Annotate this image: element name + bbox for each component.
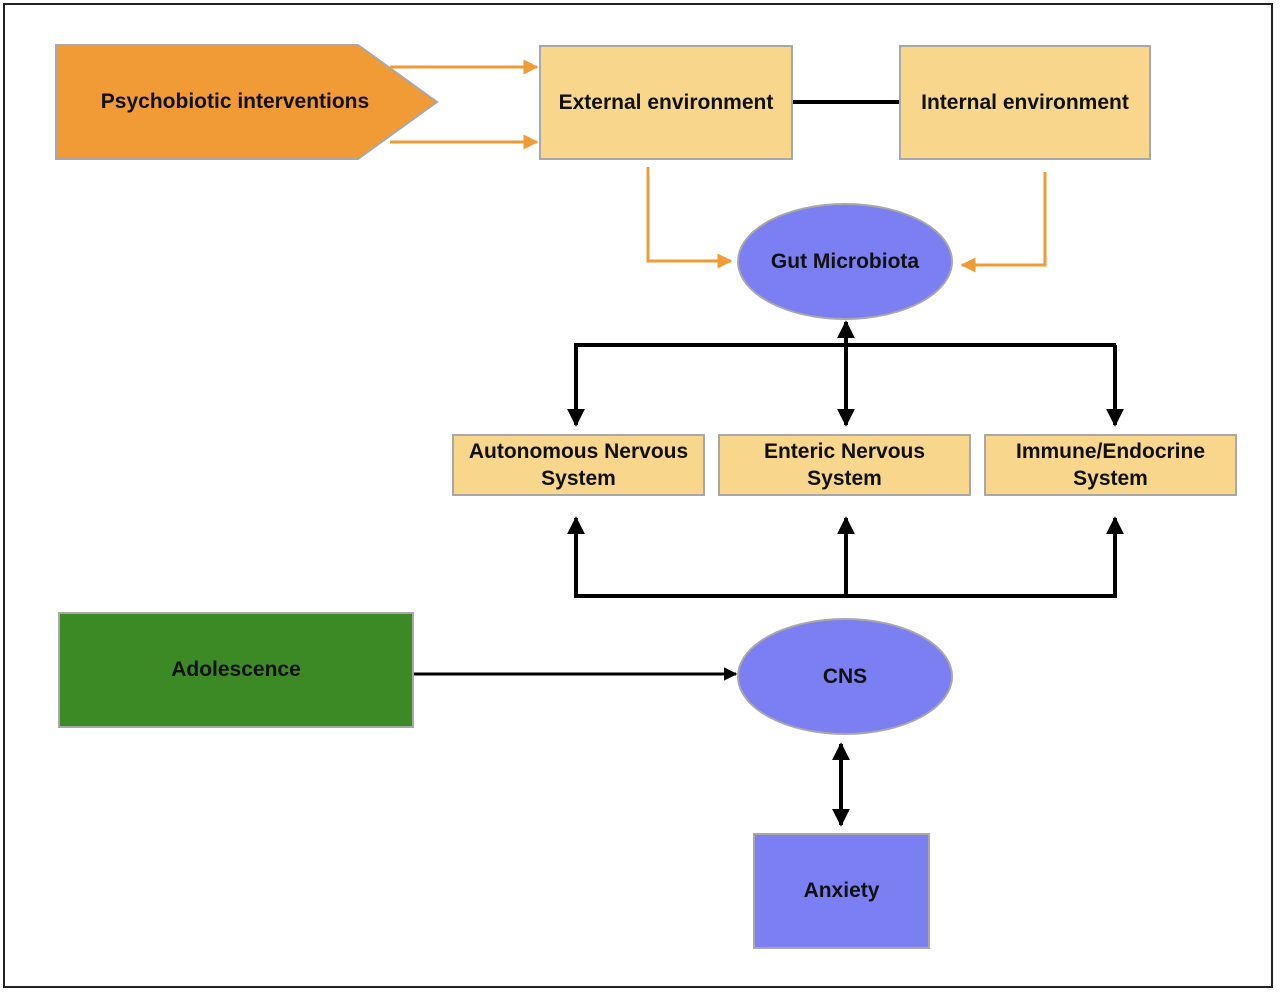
gut-microbiota-label: Gut Microbiota <box>770 249 920 273</box>
adolescence-label: Adolescence <box>171 658 301 682</box>
psychobiotic-interventions-label: Psychobiotic interventions <box>100 90 370 114</box>
anxiety-label: Anxiety <box>803 879 880 903</box>
enteric-nervous-system-node: Enteric Nervous System <box>718 434 971 496</box>
arrow-external-gut <box>646 167 733 269</box>
autonomous-nervous-system-label: Autonomous Nervous System <box>468 439 689 490</box>
internal-environment-node: Internal environment <box>899 45 1151 160</box>
psychobiotic-interventions-node: Psychobiotic interventions <box>56 45 414 159</box>
autonomous-nervous-system-node: Autonomous Nervous System <box>452 434 705 496</box>
psychobiotic-shape <box>55 44 439 160</box>
cns-label: CNS <box>822 664 868 688</box>
gut-microbiota-node: Gut Microbiota <box>737 203 953 320</box>
external-environment-label: External environment <box>558 90 774 114</box>
arrow-internal-gut <box>960 172 1047 273</box>
immune-endocrine-system-label: Immune/Endocrine System <box>1015 439 1206 490</box>
internal-environment-label: Internal environment <box>921 90 1129 114</box>
adolescence-node: Adolescence <box>58 612 414 728</box>
anxiety-node: Anxiety <box>753 833 930 949</box>
enteric-nervous-system-label: Enteric Nervous System <box>763 439 926 490</box>
external-environment-node: External environment <box>539 45 793 160</box>
cns-node: CNS <box>737 618 953 735</box>
immune-endocrine-system-node: Immune/Endocrine System <box>984 434 1237 496</box>
diagram-frame <box>3 3 1273 988</box>
